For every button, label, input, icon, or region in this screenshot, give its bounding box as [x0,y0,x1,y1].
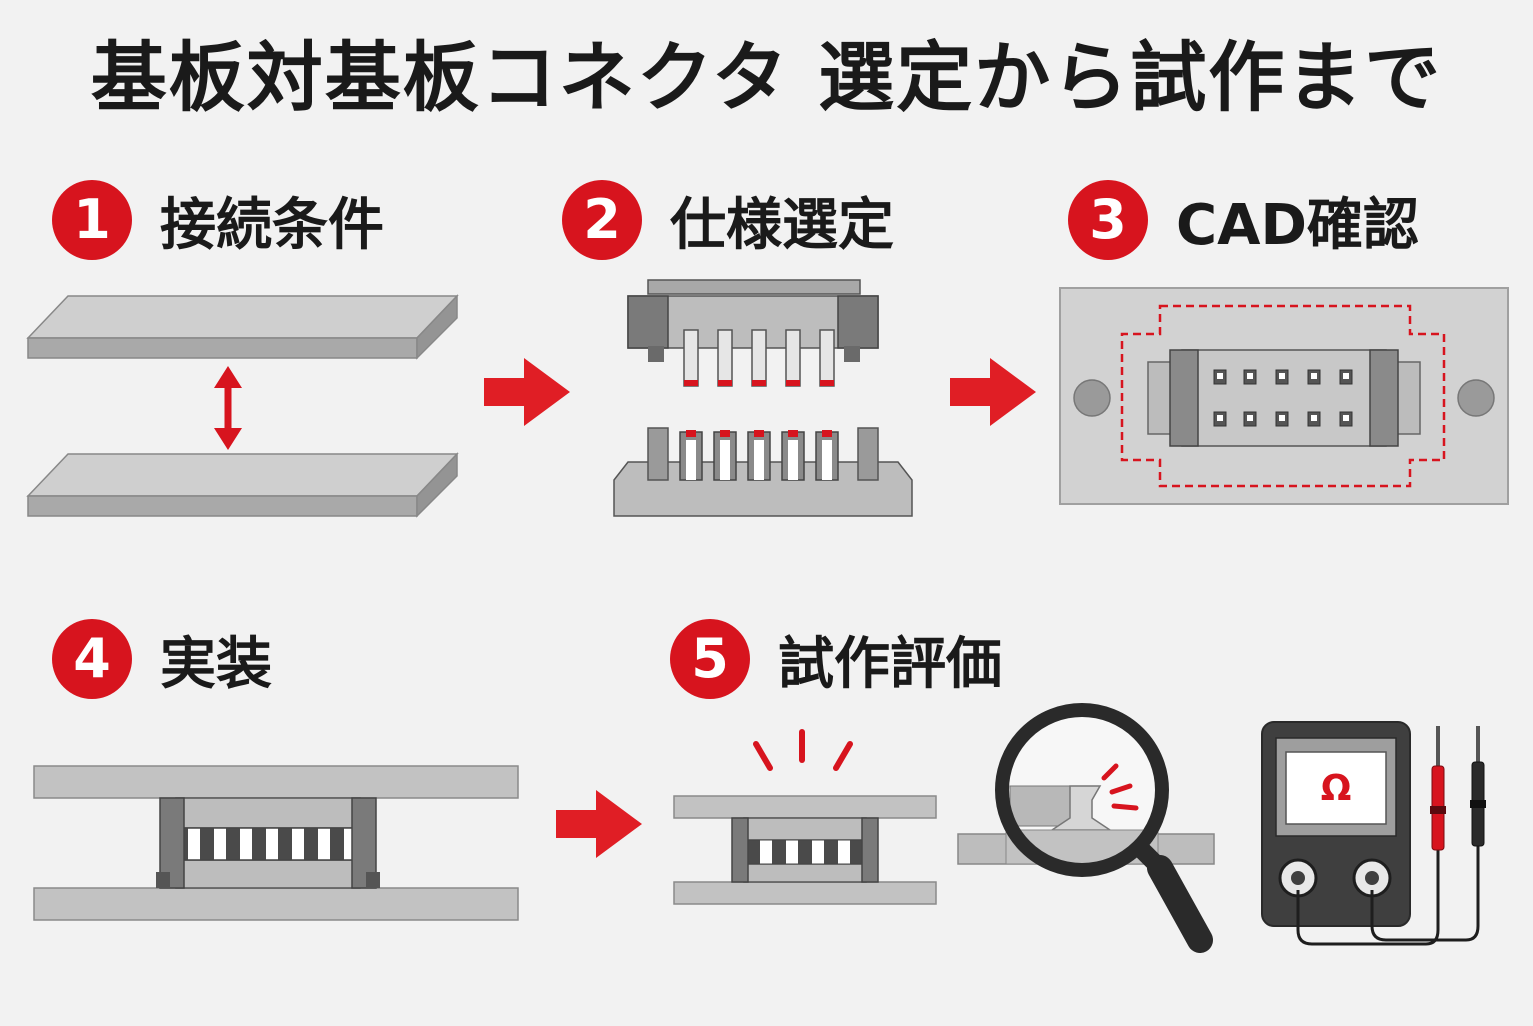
step-2-label: 仕様選定 [670,192,894,258]
plug-pins [683,329,835,387]
receptacle-connector [613,427,913,517]
step-1-heading: 1 接続条件 [52,178,384,262]
step-2-badge: 2 [562,180,642,260]
meter-display [1285,751,1387,825]
mounted-assembly-illustration [33,765,519,921]
boards-gap-illustration [26,294,459,518]
lower-board [33,887,519,921]
keepout-outline [1120,304,1446,488]
connector-pair-illustration [613,279,913,517]
step-5-heading: 5 試作評価 [670,617,1002,701]
page-title: 基板対基板コネクタ 選定から試作まで [90,33,1443,122]
meter-display-symbol: Ω [1321,768,1352,809]
arrow-right-icon [484,358,570,426]
mounting-hole [1457,379,1495,417]
test-assembly-illustration [673,729,937,905]
step-5-badge: 5 [670,619,750,699]
step-3-heading: 3 CAD確認 [1068,178,1419,262]
step-2-heading: 2 仕様選定 [562,178,894,262]
probe-icon [1430,726,1446,851]
lower-board [26,452,459,518]
step-4-label: 実装 [160,631,272,697]
step-3-label: CAD確認 [1176,192,1419,258]
upper-board [33,765,519,799]
mounting-hole [1073,379,1111,417]
emphasis-rays [753,729,853,771]
arrow-right-icon [950,358,1036,426]
step-1-badge: 1 [52,180,132,260]
upper-board [26,294,459,360]
step-3-badge: 3 [1068,180,1148,260]
plug-pin-tips [684,380,834,386]
double-arrow-vertical-icon [214,366,242,450]
probe-icon [1470,726,1486,847]
cad-footprint-illustration [1059,287,1509,505]
arrow-right-icon [556,790,642,858]
multimeter-icon: Ω [1261,721,1486,946]
step-4-badge: 4 [52,619,132,699]
receptacle-contact-tips [686,430,832,437]
step-4-heading: 4 実装 [52,617,272,701]
magnifier-icon [957,703,1215,953]
step-1-label: 接続条件 [160,192,384,258]
plug-connector [627,279,879,387]
step-5-label: 試作評価 [778,631,1002,697]
